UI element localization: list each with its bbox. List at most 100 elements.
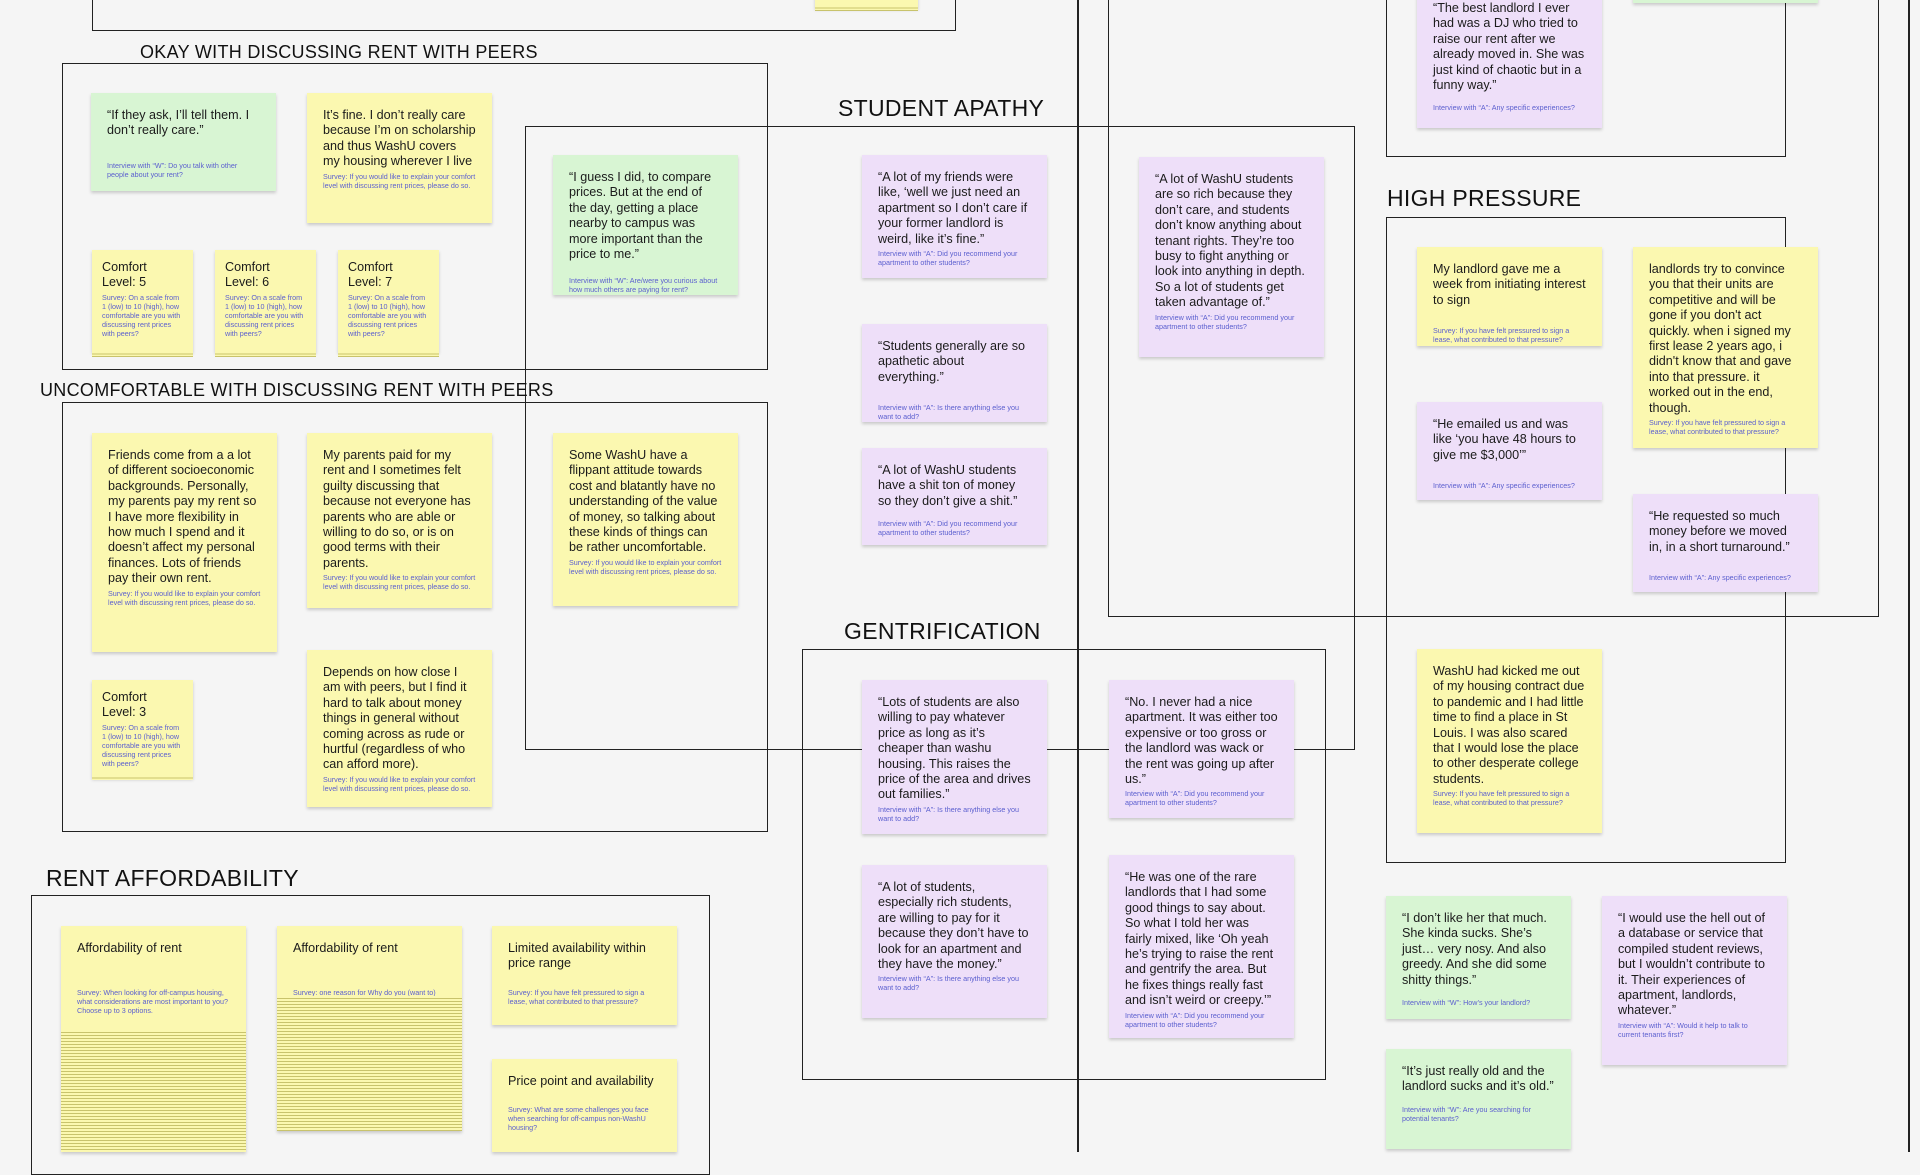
sticky-note[interactable]: “If they ask, I’ll tell them. I don’t re… bbox=[91, 93, 276, 191]
sticky-note[interactable]: “Students generally are so apathetic abo… bbox=[862, 324, 1047, 422]
gentrification-frame bbox=[802, 649, 1326, 1080]
note-source: Survey: If you would like to explain you… bbox=[323, 774, 476, 793]
note-source: Survey: If you would like to explain you… bbox=[569, 557, 722, 576]
note-source: Survey: If you would like to explain you… bbox=[323, 573, 476, 592]
note-text: Comfort Level: 5 bbox=[102, 260, 147, 290]
sticky-note[interactable]: “It’s just really old and the landlord s… bbox=[1386, 1049, 1571, 1149]
section-title-high-pressure: HIGH PRESSURE bbox=[1387, 185, 1582, 211]
note-source: Interview with “A”: Is there anything el… bbox=[878, 403, 1020, 422]
note-source: Interview with “W”: Are you searching fo… bbox=[1402, 1104, 1532, 1123]
sticky-note[interactable]: “I would use the hell out of a database … bbox=[1602, 896, 1787, 1065]
sticky-note-stack-edge bbox=[215, 352, 316, 357]
note-source: Interview with “A”: Any specific experie… bbox=[1649, 573, 1791, 583]
section-title-student-apathy: STUDENT APATHY bbox=[838, 95, 1045, 121]
section-title-rent-affordability: RENT AFFORDABILITY bbox=[46, 865, 299, 891]
sticky-note[interactable]: “He was one of the rare landlords that I… bbox=[1109, 855, 1294, 1038]
sticky-note-stack-edge bbox=[277, 996, 462, 1131]
note-source: Survey: If you have felt pressured to si… bbox=[1433, 789, 1570, 808]
note-text: Price point and availability bbox=[508, 1074, 654, 1088]
sticky-note[interactable]: It’s fine. I don’t really care because I… bbox=[307, 93, 492, 223]
sticky-note[interactable]: “A lot of WashU students are so rich bec… bbox=[1139, 157, 1324, 357]
note-source: Survey: If you would like to explain you… bbox=[108, 588, 261, 607]
note-source: Survey: What are some challenges you fac… bbox=[508, 1105, 649, 1133]
section-title-uncomfortable: UNCOMFORTABLE WITH DISCUSSING RENT WITH … bbox=[40, 380, 554, 400]
divider-line bbox=[1077, 0, 1079, 1152]
note-text: “Students generally are so apathetic abo… bbox=[878, 339, 1026, 384]
section-title-gentrification: GENTRIFICATION bbox=[844, 618, 1041, 644]
note-source: Interview with “W”: Are/were you curious… bbox=[569, 276, 718, 295]
note-text: “A lot of students, especially rich stud… bbox=[878, 880, 1029, 972]
note-source: Survey: On a scale from 1 (low) to 10 (h… bbox=[225, 292, 304, 338]
sticky-note[interactable]: WashU had kicked me out of my housing co… bbox=[1417, 649, 1602, 833]
note-source: Interview with “A”: Is there anything el… bbox=[878, 974, 1020, 993]
sticky-note[interactable]: “A lot of my friends were like, ‘well we… bbox=[862, 155, 1047, 278]
note-text: “No. I never had a nice apartment. It wa… bbox=[1125, 695, 1278, 787]
sticky-note-stack[interactable]: Comfort Level: 7 Survey: On a scale from… bbox=[338, 250, 439, 352]
section-title-okay: OKAY WITH DISCUSSING RENT WITH PEERS bbox=[140, 42, 538, 62]
sticky-note[interactable]: My landlord gave me a week from initiati… bbox=[1417, 247, 1602, 346]
note-text: “A lot of WashU students have a shit ton… bbox=[878, 463, 1018, 508]
sticky-note[interactable]: “I don’t like her that much. She kinda s… bbox=[1386, 896, 1571, 1019]
sticky-note-stack-edge bbox=[92, 776, 193, 780]
note-text: “A lot of WashU students are so rich bec… bbox=[1155, 172, 1305, 310]
note-text: Comfort Level: 6 bbox=[225, 260, 270, 290]
note-text: “If they ask, I’ll tell them. I don’t re… bbox=[107, 108, 250, 138]
sticky-note[interactable]: Depends on how close I am with peers, bu… bbox=[307, 650, 492, 807]
sticky-note-stack-edge bbox=[338, 352, 439, 357]
sticky-note-stack[interactable]: Comfort Level: 5 Survey: On a scale from… bbox=[92, 250, 193, 352]
note-text: “He emailed us and was like ‘you have 48… bbox=[1433, 417, 1576, 462]
note-text: Affordability of rent bbox=[293, 941, 398, 955]
sticky-note[interactable]: Price point and availability Survey: Wha… bbox=[492, 1059, 677, 1152]
note-text: Comfort Level: 3 bbox=[102, 690, 147, 720]
note-source: Interview with “A”: Did you recommend yo… bbox=[878, 249, 1018, 268]
sticky-note[interactable]: “Lots of students are also willing to pa… bbox=[862, 680, 1047, 834]
note-source: Survey: If you would like to explain you… bbox=[323, 171, 476, 190]
sticky-note-stack-edge bbox=[815, 6, 918, 11]
note-source: Interview with “A”: Any specific experie… bbox=[1433, 481, 1575, 491]
note-text: “He requested so much money before we mo… bbox=[1649, 509, 1790, 554]
note-source: Interview with “W”: Do you talk with oth… bbox=[107, 160, 238, 179]
sticky-note[interactable]: Limited availability within price range … bbox=[492, 926, 677, 1025]
sticky-note[interactable]: Some WashU have a flippant attitude towa… bbox=[553, 433, 738, 606]
note-source: Interview with “A”: Would it help to tal… bbox=[1618, 1020, 1748, 1039]
sticky-note[interactable]: “A lot of students, especially rich stud… bbox=[862, 865, 1047, 1018]
right-edge-line bbox=[1908, 0, 1910, 1152]
note-text: “I would use the hell out of a database … bbox=[1618, 911, 1766, 1018]
outer-right-frame bbox=[1108, 0, 1879, 617]
note-source: Interview with “A”: Is there anything el… bbox=[878, 804, 1020, 823]
sticky-note-stack[interactable]: Affordability of rent Survey: When looki… bbox=[61, 926, 246, 1152]
sticky-note[interactable]: “The best landlord I ever had was a DJ w… bbox=[1417, 0, 1602, 128]
note-source: Interview with “A”: Did you recommend yo… bbox=[878, 519, 1018, 538]
partial-sticky-note[interactable] bbox=[815, 0, 918, 8]
note-text: “Lots of students are also willing to pa… bbox=[878, 695, 1031, 802]
note-source: Interview with “A”: Any specific experie… bbox=[1433, 103, 1575, 113]
note-text: Depends on how close I am with peers, bu… bbox=[323, 665, 467, 772]
note-text: “I don’t like her that much. She kinda s… bbox=[1402, 911, 1547, 987]
note-source: Survey: On a scale from 1 (low) to 10 (h… bbox=[102, 292, 181, 338]
note-text: “The best landlord I ever had was a DJ w… bbox=[1433, 1, 1585, 93]
note-text: It’s fine. I don’t really care because I… bbox=[323, 108, 476, 169]
sticky-note[interactable]: landlords try to convince you that their… bbox=[1633, 247, 1818, 448]
partial-sticky-note[interactable] bbox=[1633, 0, 1818, 3]
sticky-note[interactable]: My parents paid for my rent and I someti… bbox=[307, 433, 492, 608]
uncomfortable-frame bbox=[62, 402, 768, 832]
sticky-note[interactable]: “A lot of WashU students have a shit ton… bbox=[862, 448, 1047, 545]
note-text: “He was one of the rare landlords that I… bbox=[1125, 870, 1274, 1008]
okay-frame bbox=[62, 63, 768, 370]
note-source: Survey: If you have felt pressured to si… bbox=[1649, 418, 1786, 437]
sticky-note[interactable]: “He emailed us and was like ‘you have 48… bbox=[1417, 402, 1602, 500]
top-right-frame bbox=[1386, 0, 1786, 157]
sticky-note-stack[interactable]: Affordability of rent Survey: one reason… bbox=[277, 926, 462, 1131]
sticky-note[interactable]: Friends come from a a lot of different s… bbox=[92, 433, 277, 652]
sticky-note[interactable]: “He requested so much money before we mo… bbox=[1633, 494, 1818, 592]
sticky-note[interactable]: “I guess I did, to compare prices. But a… bbox=[553, 155, 738, 295]
note-source: Survey: On a scale from 1 (low) to 10 (h… bbox=[102, 722, 181, 768]
sticky-note[interactable]: “No. I never had a nice apartment. It wa… bbox=[1109, 680, 1294, 818]
note-text: Friends come from a a lot of different s… bbox=[108, 448, 257, 586]
note-text: landlords try to convince you that their… bbox=[1649, 262, 1792, 415]
sticky-note-stack[interactable]: Comfort Level: 6 Survey: On a scale from… bbox=[215, 250, 316, 352]
sticky-note-stack[interactable]: Comfort Level: 3 Survey: On a scale from… bbox=[92, 680, 193, 778]
note-text: Affordability of rent bbox=[77, 941, 182, 955]
note-text: “I guess I did, to compare prices. But a… bbox=[569, 170, 712, 262]
